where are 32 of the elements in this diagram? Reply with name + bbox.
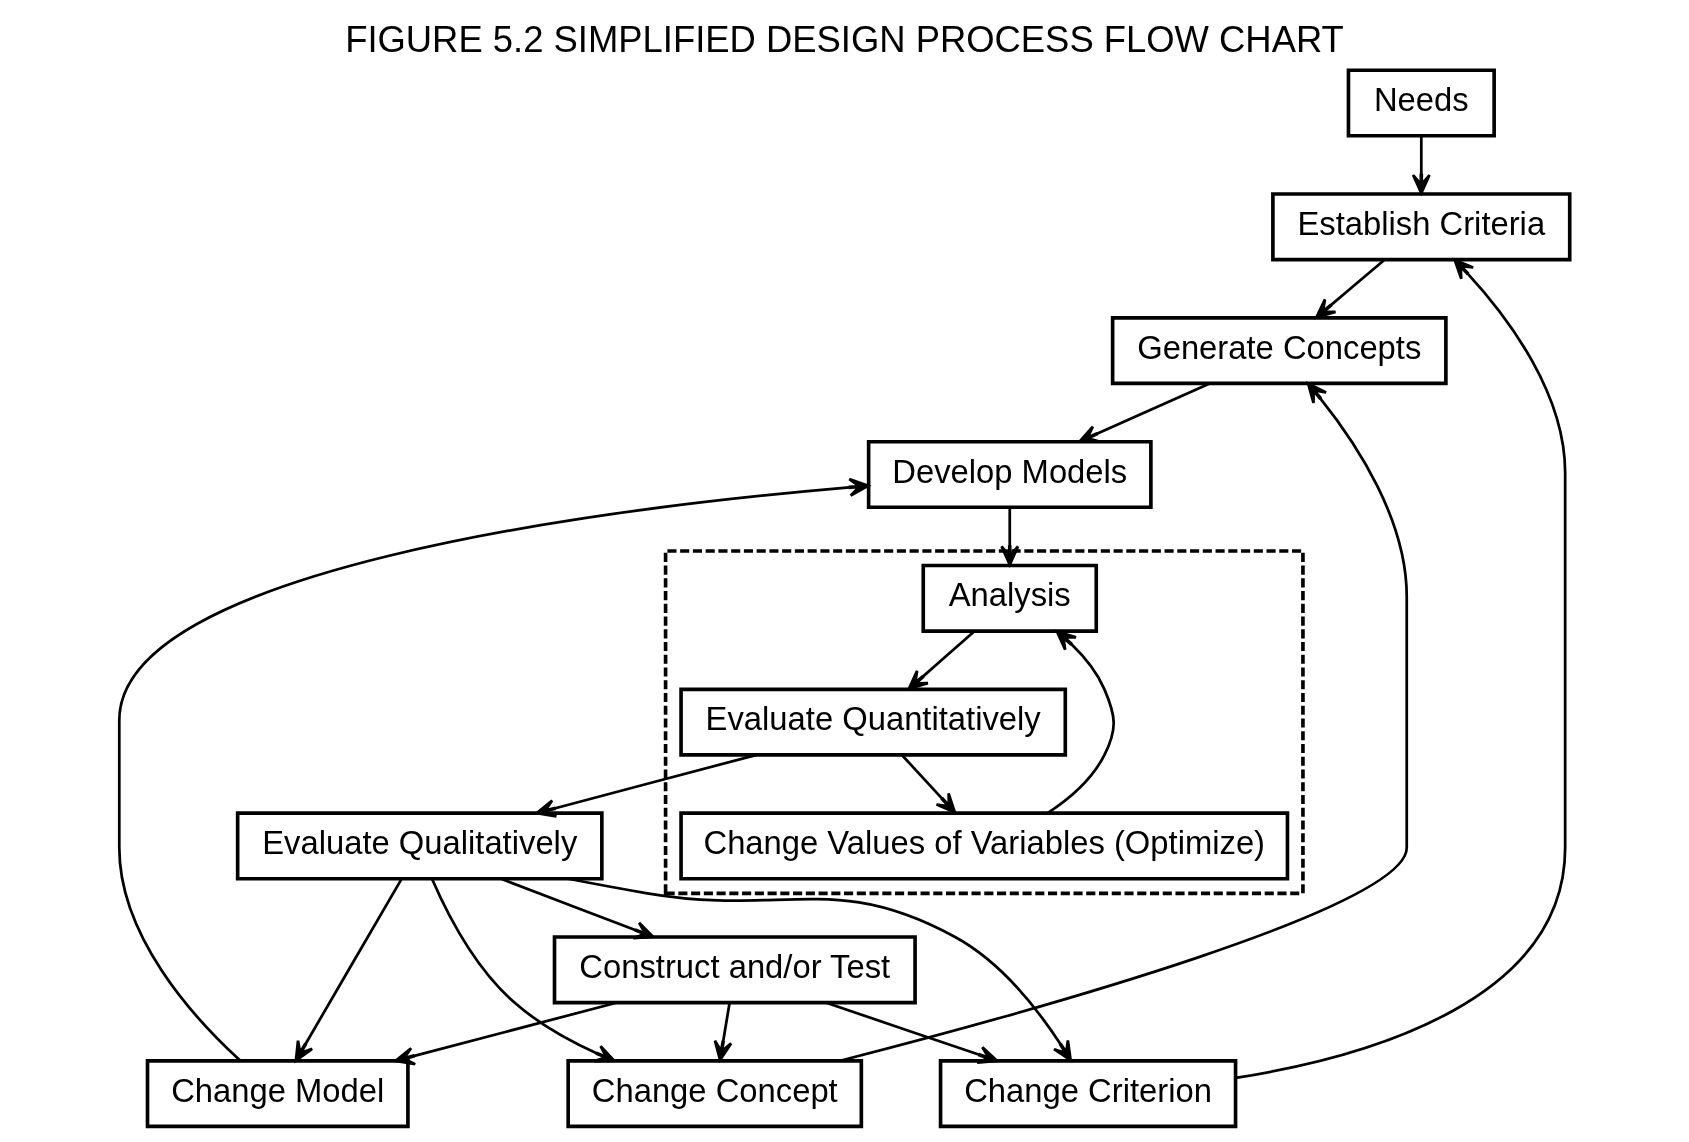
arrow xyxy=(1078,382,1210,443)
node-box: Evaluate Quantitatively xyxy=(679,687,1068,757)
node-box: Change Values of Variables (Optimize) xyxy=(679,811,1290,881)
arrow xyxy=(394,1001,617,1066)
diagram-title: FIGURE 5.2 SIMPLIFIED DESIGN PROCESS FLOW CHART xyxy=(345,19,1344,61)
arrow xyxy=(535,753,757,818)
arrow xyxy=(839,382,1409,1063)
node-box: Analysis xyxy=(921,563,1099,633)
arrow xyxy=(907,630,975,691)
node-box: Generate Concepts xyxy=(1110,316,1448,386)
node-box: Needs xyxy=(1346,68,1496,138)
arrow xyxy=(713,1002,733,1062)
arrow xyxy=(501,877,655,940)
node-box: Change Criterion xyxy=(938,1059,1238,1129)
arrow xyxy=(568,877,1072,1062)
arrow xyxy=(825,1001,999,1065)
node-box: Change Concept xyxy=(566,1059,864,1129)
arrow xyxy=(117,477,870,1062)
arrow xyxy=(1046,630,1116,815)
arrow xyxy=(294,878,403,1062)
node-box: Construct and/or Test xyxy=(552,935,917,1005)
arrow xyxy=(901,754,957,814)
node-box: Establish Criteria xyxy=(1271,192,1572,262)
arrow xyxy=(1411,136,1431,195)
arrow xyxy=(1000,507,1020,567)
node-box: Change Model xyxy=(145,1059,410,1129)
cluster xyxy=(663,549,1305,896)
node-box: Evaluate Qualitatively xyxy=(235,811,604,881)
arrow xyxy=(1235,258,1567,1080)
arrow xyxy=(1314,259,1385,319)
node-box: Develop Models xyxy=(866,439,1153,510)
arrow xyxy=(430,878,616,1063)
